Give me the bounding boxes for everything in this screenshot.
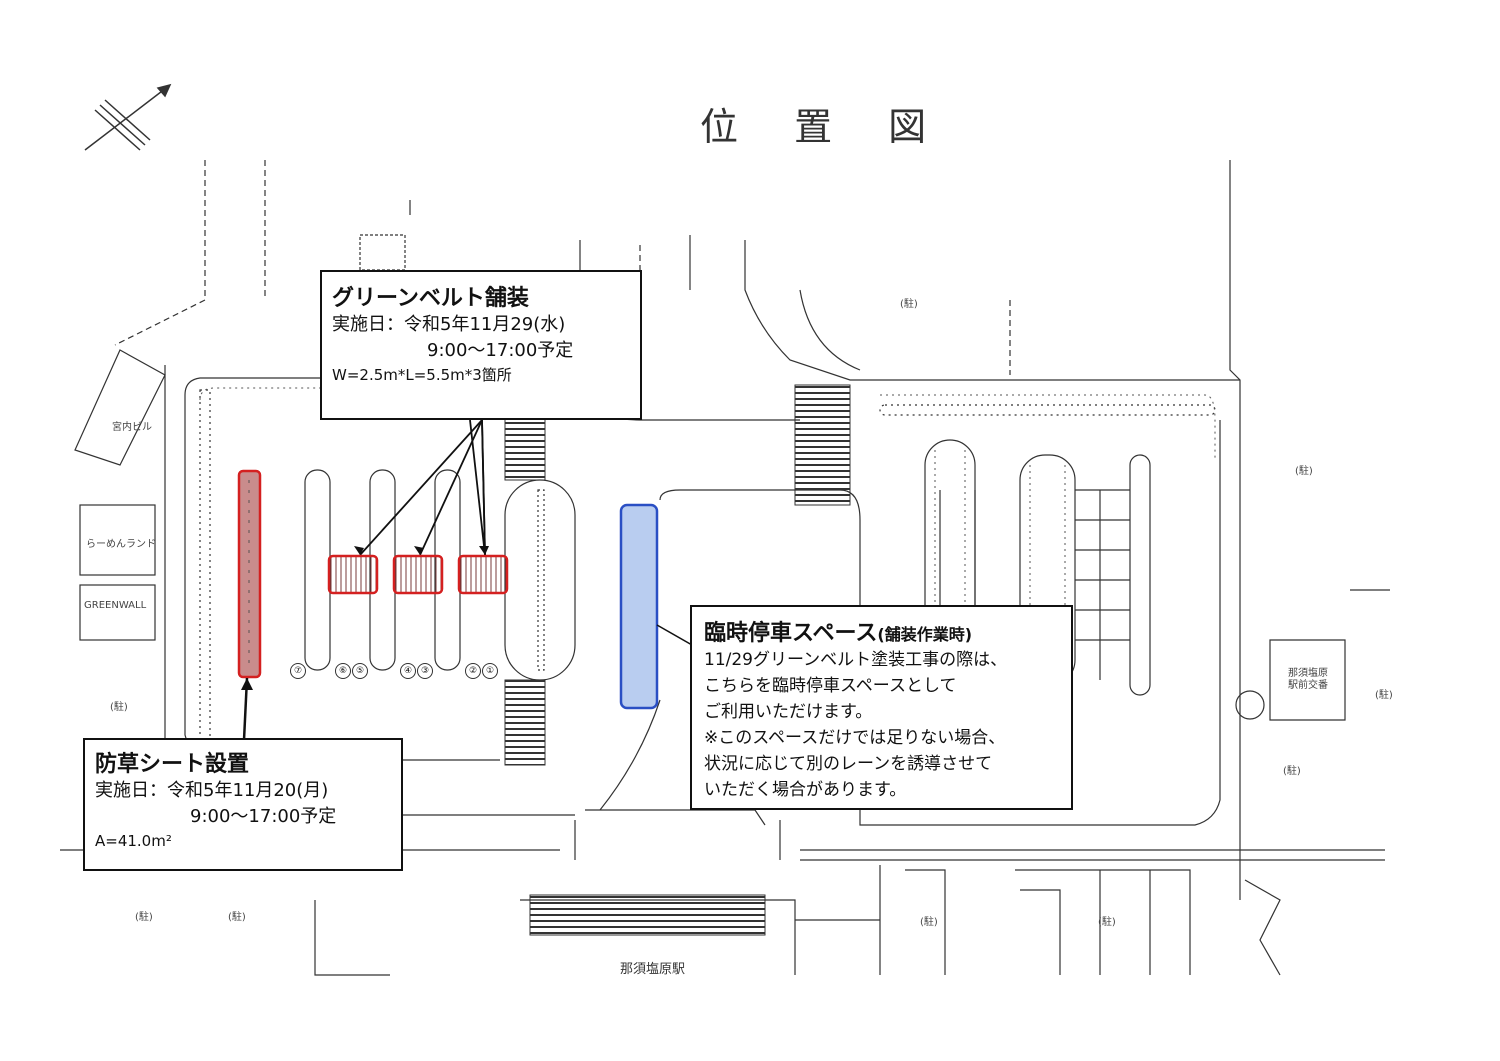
parking-label: (駐) <box>1098 917 1116 928</box>
building-label: GREENWALL <box>84 600 147 611</box>
temp-stop-heading: 臨時停車スペース <box>704 621 878 646</box>
building-label: らーめんランド <box>86 539 156 550</box>
temp-stop-line: ご利用いただけます。 <box>704 702 873 722</box>
weed-sheet-date: 実施日：令和5年11月20(月) <box>95 780 329 801</box>
parking-label: (駐) <box>110 702 128 713</box>
greenbelt-dims: W=2.5m*L=5.5m*3箇所 <box>332 366 512 384</box>
island-dots <box>199 387 1216 670</box>
parking-label: (駐) <box>900 299 918 310</box>
lane-number: ④ <box>400 663 416 679</box>
temp-stop-line: いただく場合があります。 <box>704 780 907 800</box>
police-box-label: 那須塩原駅前交番 <box>1288 668 1328 691</box>
lane-number: ⑥ <box>335 663 351 679</box>
parking-label: (駐) <box>228 912 246 923</box>
map-linework <box>60 160 1390 976</box>
weed-sheet-callout: 防草シート設置 実施日：令和5年11月20(月) 9:00～17:00予定 A=… <box>83 738 403 871</box>
lane-number: ③ <box>417 663 433 679</box>
temp-stop-leader <box>656 624 693 646</box>
weed-sheet-area <box>237 469 262 679</box>
parking-label: (駐) <box>920 917 938 928</box>
parking-label: (駐) <box>1375 690 1393 701</box>
temp-stop-callout: 臨時停車スペース(舗装作業時) 11/29グリーンベルト塗装工事の際は、 こちら… <box>690 605 1073 810</box>
station-label: 那須塩原駅 <box>620 962 686 977</box>
weed-sheet-heading: 防草シート設置 <box>95 752 250 777</box>
parking-label: (駐) <box>1295 466 1313 477</box>
temp-stop-line: 状況に応じて別のレーンを誘導させて <box>704 754 993 774</box>
building-label: 宮内ビル <box>112 422 152 433</box>
greenbelt-area-1 <box>327 554 379 595</box>
greenbelt-area-3 <box>457 554 509 595</box>
greenbelt-leader-lines <box>359 419 486 556</box>
temp-stop-heading-sub: (舗装作業時) <box>877 625 973 644</box>
parking-label: (駐) <box>1283 766 1301 777</box>
page-title: 位 置 図 <box>700 105 949 149</box>
lane-number: ① <box>482 663 498 679</box>
weed-sheet-area-text: A=41.0m² <box>95 832 172 850</box>
lane-number: ② <box>465 663 481 679</box>
lane-number: ⑤ <box>352 663 368 679</box>
north-arrow-icon <box>84 83 172 151</box>
greenbelt-date: 実施日：令和5年11月29(水) <box>332 314 566 335</box>
temp-stop-line: 11/29グリーンベルト塗装工事の際は、 <box>704 650 1008 670</box>
greenbelt-callout: グリーンベルト舗装 実施日：令和5年11月29(水) 9:00～17:00予定 … <box>320 270 642 420</box>
temp-stop-line: こちらを臨時停車スペースとして <box>704 676 957 696</box>
greenbelt-area-2 <box>392 554 444 595</box>
greenbelt-heading: グリーンベルト舗装 <box>332 286 529 311</box>
temp-stop-area <box>619 503 659 710</box>
weed-sheet-time: 9:00～17:00予定 <box>190 806 337 827</box>
temp-stop-line: ※このスペースだけでは足りない場合、 <box>704 728 1006 748</box>
greenbelt-time: 9:00～17:00予定 <box>427 340 574 361</box>
lane-number: ⑦ <box>290 663 306 679</box>
parking-label: (駐) <box>135 912 153 923</box>
